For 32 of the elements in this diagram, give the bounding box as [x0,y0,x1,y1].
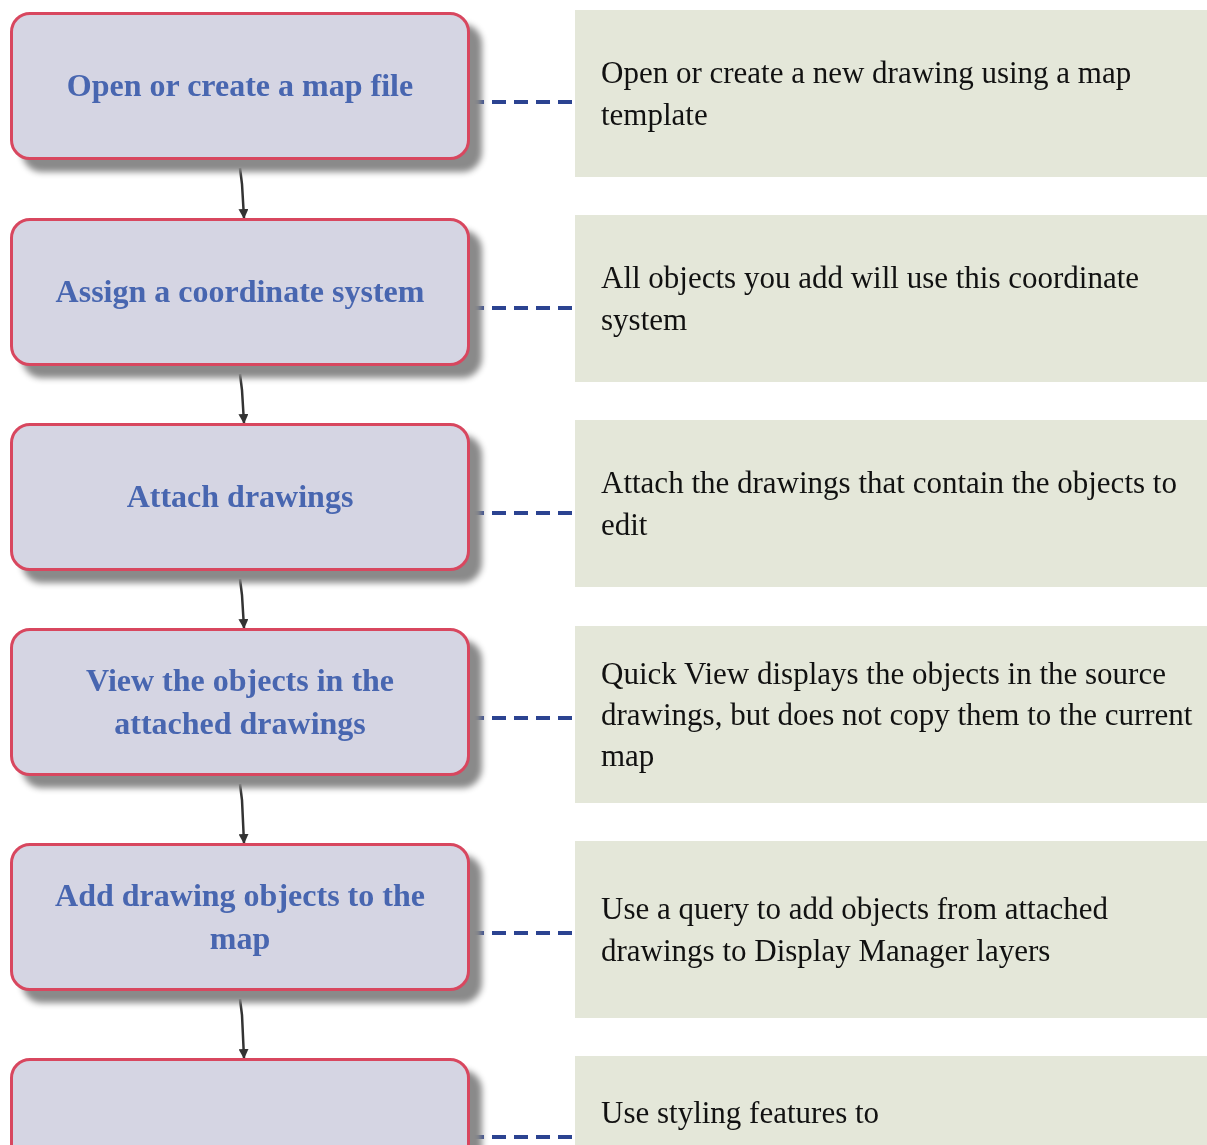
process-box [10,12,470,160]
arrow [238,373,249,424]
step-label: View the objects in the attached drawings [84,660,396,743]
process-box [10,423,470,571]
dashed-connector [470,100,575,104]
dashed-connector [470,716,575,720]
description-panel [575,10,1207,177]
description-panel [575,420,1207,587]
dashed-connector [470,306,575,310]
dashed-connector [470,931,575,935]
process-box [10,628,470,776]
description-text: All objects you add will use this coordinate system [601,259,1141,339]
description-panel [575,626,1207,803]
step-label: Add drawing objects to the map [54,875,426,958]
arrow [238,167,249,219]
arrow [238,578,249,629]
description-text: Use a query to add objects from attached drawings to Display Manager layers [601,890,1109,970]
step-label: Open or create a map file [66,66,414,106]
step-label: Attach drawings [126,477,354,517]
step-label: Assign a coordinate system [55,272,425,312]
description-text: Quick View displays the objects in the source drawings, but does not copy them to the current map [601,654,1193,776]
dashed-connector [470,511,575,515]
dashed-connector [470,1135,575,1139]
description-text: Use styling features to [601,1094,880,1132]
process-box [10,843,470,991]
description-panel [575,841,1207,1018]
arrow [238,783,249,844]
process-box [10,218,470,366]
description-text: Open or create a new drawing using a map template [601,54,1133,134]
arrow [238,998,249,1059]
description-text: Attach the drawings that contain the objects to edit [601,464,1178,544]
description-panel [575,215,1207,382]
